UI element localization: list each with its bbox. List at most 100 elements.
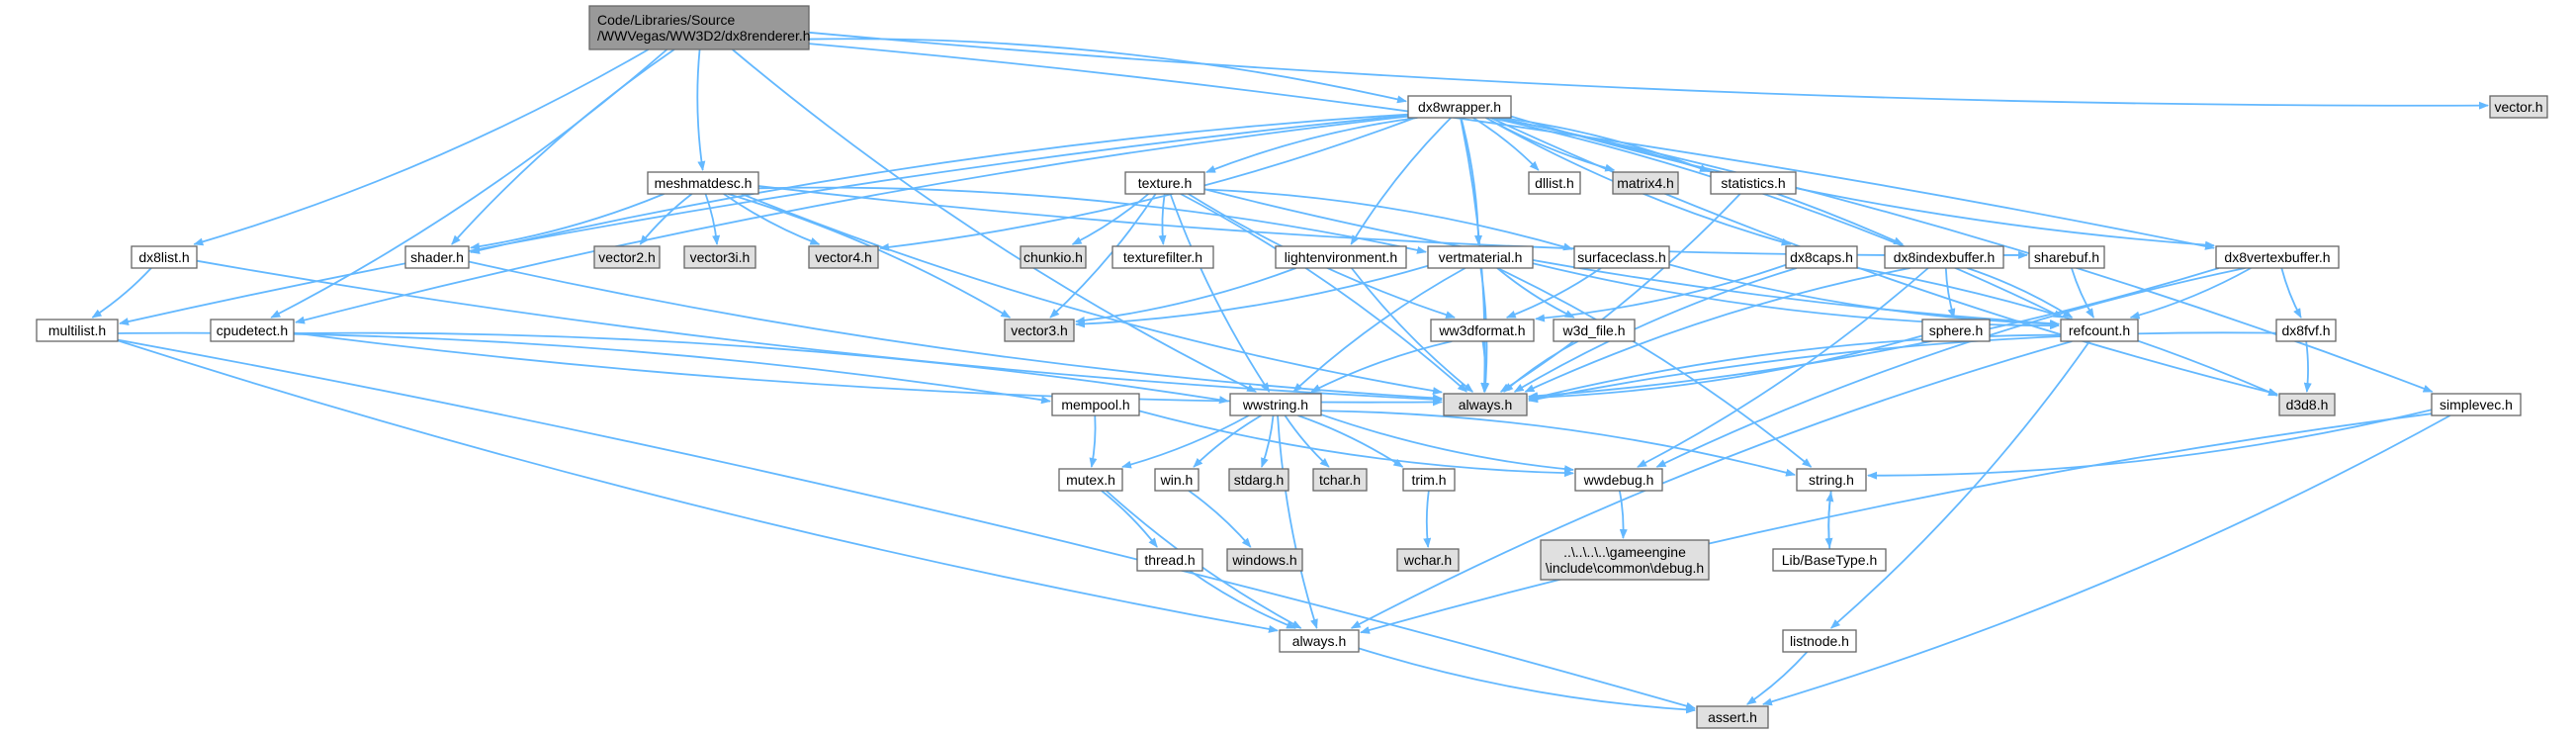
node-vector3i[interactable]: vector3i.h: [683, 245, 756, 269]
edge-dx8wrapper-to-dllist: [1472, 117, 1540, 171]
node-vertmaterial-box: [1427, 245, 1534, 269]
node-wchar[interactable]: wchar.h: [1396, 548, 1460, 572]
node-trim[interactable]: trim.h: [1402, 468, 1456, 492]
node-meshmatdesc[interactable]: meshmatdesc.h: [647, 171, 759, 195]
node-vector_h-label: vector.h: [2494, 99, 2542, 115]
node-win[interactable]: win.h: [1154, 468, 1199, 492]
node-vector3[interactable]: vector3.h: [1004, 319, 1075, 342]
node-vertmaterial[interactable]: vertmaterial.h: [1427, 245, 1534, 269]
node-string_h[interactable]: string.h: [1796, 468, 1867, 492]
node-texture[interactable]: texture.h: [1124, 171, 1205, 195]
node-wwdebug-label: wwdebug.h: [1583, 472, 1654, 488]
edge-trim-to-wchar: [1423, 490, 1432, 548]
edge-vertmaterial-to-string_h: [1496, 267, 1813, 468]
node-shader[interactable]: shader.h: [404, 245, 470, 269]
node-w3d_file-box: [1553, 319, 1636, 342]
edge-dx8wrapper-to-dx8vertexbuffer: [1510, 115, 2215, 249]
edge-texture-to-wwstring: [1169, 193, 1271, 393]
edge-dx8wrapper-to-multilist: [119, 114, 1409, 325]
node-gedebug[interactable]: ..\..\..\..\gameengine\include\common\de…: [1540, 539, 1710, 581]
node-chunkio[interactable]: chunkio.h: [1020, 245, 1087, 269]
node-texturefilter[interactable]: texturefilter.h: [1111, 245, 1214, 269]
node-wwstring[interactable]: wwstring.h: [1229, 393, 1322, 416]
node-dx8indexbuffer[interactable]: dx8indexbuffer.h: [1884, 245, 2004, 269]
edge-dx8wrapper-to-shader: [470, 113, 1409, 254]
node-sharebuf[interactable]: sharebuf.h: [2028, 245, 2105, 269]
node-sharebuf-box: [2028, 245, 2105, 269]
node-dx8fvf[interactable]: dx8fvf.h: [2275, 319, 2337, 342]
node-cpudetect[interactable]: cpudetect.h: [210, 319, 295, 342]
node-dx8wrapper-box: [1407, 95, 1512, 119]
node-matrix4[interactable]: matrix4.h: [1612, 171, 1679, 195]
node-thread[interactable]: thread.h: [1136, 548, 1203, 572]
node-listnode-label: listnode.h: [1790, 633, 1849, 649]
node-gedebug-label: \include\common\debug.h: [1546, 560, 1704, 576]
node-dx8fvf-label: dx8fvf.h: [2281, 322, 2330, 338]
node-dx8vertexbuffer[interactable]: dx8vertexbuffer.h: [2215, 245, 2340, 269]
node-matrix4-label: matrix4.h: [1617, 175, 1674, 191]
node-d3d8-box: [2278, 393, 2336, 416]
node-statistics[interactable]: statistics.h: [1710, 171, 1797, 195]
node-assert_h-box: [1696, 705, 1769, 729]
node-ww3dformat[interactable]: ww3dformat.h: [1430, 319, 1535, 342]
node-chunkio-label: chunkio.h: [1023, 249, 1083, 265]
edge-multilist-to-always2: [117, 339, 1279, 633]
node-windows[interactable]: windows.h: [1226, 548, 1303, 572]
edge-lightenvironment-to-always_h: [1351, 267, 1474, 393]
edge-dx8vertexbuffer-to-always_h: [1528, 267, 2220, 401]
node-assert_h[interactable]: assert.h: [1696, 705, 1769, 729]
node-multilist-label: multilist.h: [48, 322, 106, 338]
node-vector_h[interactable]: vector.h: [2489, 95, 2548, 119]
node-d3d8[interactable]: d3d8.h: [2278, 393, 2336, 416]
node-dx8wrapper[interactable]: dx8wrapper.h: [1407, 95, 1512, 119]
node-lightenvironment[interactable]: lightenvironment.h: [1275, 245, 1407, 269]
node-sphere[interactable]: sphere.h: [1921, 319, 1991, 342]
node-refcount[interactable]: refcount.h: [2060, 319, 2139, 342]
node-dllist-box: [1528, 171, 1581, 195]
edge-meshmatdesc-to-vector3i: [704, 193, 721, 245]
node-stdarg-label: stdarg.h: [1234, 472, 1285, 488]
node-always2[interactable]: always.h: [1279, 629, 1360, 653]
node-basetype[interactable]: Lib/BaseType.h: [1772, 548, 1887, 572]
edge-texture-to-texturefilter: [1158, 193, 1167, 245]
node-mutex[interactable]: mutex.h: [1058, 468, 1123, 492]
node-vector_h-box: [2489, 95, 2548, 119]
node-vector4-box: [808, 245, 879, 269]
node-dllist[interactable]: dllist.h: [1528, 171, 1581, 195]
node-w3d_file[interactable]: w3d_file.h: [1553, 319, 1636, 342]
node-listnode[interactable]: listnode.h: [1782, 629, 1857, 653]
node-sphere-label: sphere.h: [1929, 322, 1983, 338]
node-tchar-label: tchar.h: [1319, 472, 1361, 488]
node-surfaceclass-label: surfaceclass.h: [1577, 249, 1665, 265]
node-surfaceclass[interactable]: surfaceclass.h: [1573, 245, 1670, 269]
node-string_h-box: [1796, 468, 1867, 492]
node-vector2[interactable]: vector2.h: [593, 245, 661, 269]
node-wwdebug[interactable]: wwdebug.h: [1574, 468, 1663, 492]
node-multilist[interactable]: multilist.h: [36, 319, 119, 342]
node-mempool[interactable]: mempool.h: [1051, 393, 1140, 416]
edge-refcount-to-listnode: [1829, 340, 2090, 629]
node-mutex-label: mutex.h: [1066, 472, 1115, 488]
node-sharebuf-label: sharebuf.h: [2034, 249, 2099, 265]
node-basetype-box: [1772, 548, 1887, 572]
node-vector4[interactable]: vector4.h: [808, 245, 879, 269]
edge-root-to-meshmatdesc: [696, 48, 706, 171]
node-vector3i-label: vector3i.h: [690, 249, 751, 265]
node-dx8list[interactable]: dx8list.h: [131, 245, 198, 269]
node-stdarg[interactable]: stdarg.h: [1228, 468, 1289, 492]
edge-cpudetect-to-always_h: [293, 331, 1443, 407]
node-trim-label: trim.h: [1412, 472, 1447, 488]
node-dx8indexbuffer-label: dx8indexbuffer.h: [1894, 249, 1996, 265]
edge-texture-to-refcount: [1203, 188, 2060, 327]
edge-dx8wrapper-to-simplevec: [1496, 117, 2434, 393]
edge-mempool-to-mutex: [1089, 414, 1098, 468]
node-tchar[interactable]: tchar.h: [1312, 468, 1368, 492]
edge-w3d_file-to-always_h: [1503, 340, 1579, 393]
node-dx8caps[interactable]: dx8caps.h: [1785, 245, 1858, 269]
node-gedebug-label: ..\..\..\..\gameengine: [1563, 544, 1686, 560]
edge-refcount-to-always2: [1350, 340, 2073, 629]
node-root[interactable]: Code/Libraries/Source/WWVegas/WW3D2/dx8r…: [588, 5, 811, 50]
node-always_h[interactable]: always.h: [1443, 393, 1528, 416]
node-simplevec[interactable]: simplevec.h: [2431, 393, 2522, 416]
edge-ww3dformat-to-wwstring: [1310, 340, 1453, 393]
